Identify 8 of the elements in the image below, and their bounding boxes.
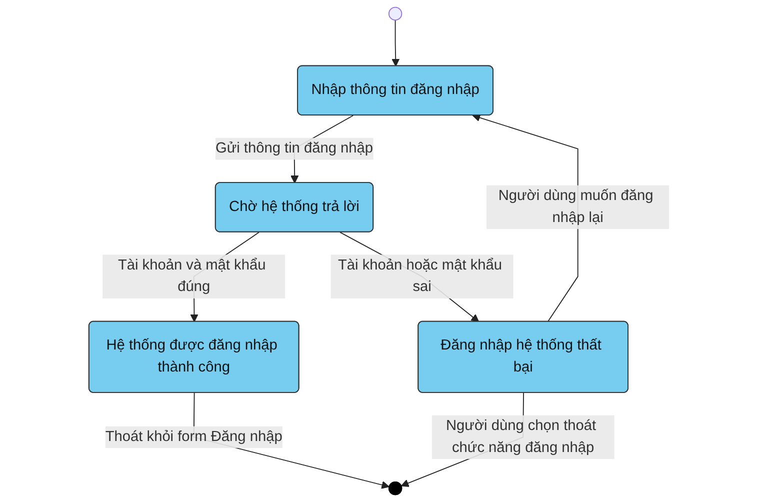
edge-label: Tài khoản và mật khẩu đúng: [118, 257, 266, 295]
edge-label: Người dùng muốn đăng nhập lại: [498, 188, 654, 226]
edge-label: Tài khoản hoặc mật khẩu sai: [338, 257, 502, 295]
node-circle: [388, 6, 402, 21]
edge-label: Gửi thông tin đăng nhập: [215, 140, 374, 156]
edge-label: Người dùng chọn thoát chức năng đăng nhập: [446, 418, 596, 456]
arrow: [392, 20, 400, 67]
edge-label: Thoát khỏi form Đăng nhập: [105, 428, 282, 444]
